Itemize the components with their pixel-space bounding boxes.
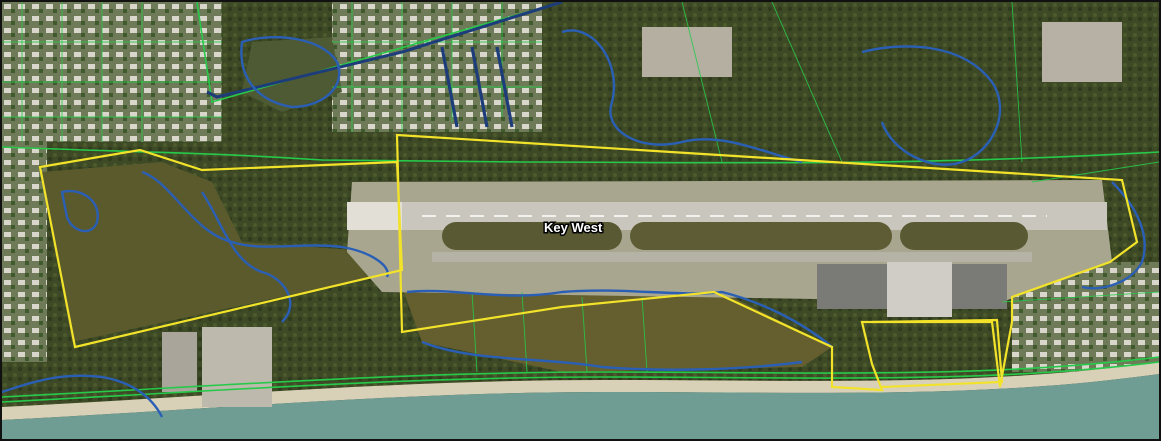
street-centerline [332, 2, 542, 132]
street-centerline [2, 2, 222, 142]
street-centerline [2, 356, 1159, 398]
taxiway [432, 252, 1032, 262]
wetland-boundary [561, 29, 803, 164]
building-northeast [1042, 22, 1122, 82]
terminal-area [887, 262, 952, 317]
wetland-boundary [60, 189, 99, 233]
infield-3 [900, 222, 1028, 250]
neighborhood-northwest [2, 2, 222, 142]
water [2, 374, 1159, 439]
apron-main [817, 264, 887, 309]
building-south-2 [162, 332, 197, 392]
wetland-boundary [421, 340, 803, 371]
beach [2, 362, 1159, 420]
parcel-boundary [871, 318, 1004, 389]
marsh-west [42, 162, 397, 342]
marsh-south [402, 287, 832, 372]
building-campus-north [642, 27, 732, 77]
street-centerline [681, 2, 1159, 303]
building-complex-south [202, 327, 272, 407]
wetland-boundary [141, 170, 389, 278]
wetland-boundary [861, 45, 1002, 166]
neighborhood-west [2, 132, 47, 362]
wetland-boundary [406, 289, 833, 348]
runway-threshold-west [347, 202, 402, 230]
map-label: Key West [544, 220, 603, 235]
parcel-boundary [395, 133, 1139, 392]
apron-east [952, 264, 1007, 309]
wetland-boundary [1081, 181, 1146, 290]
infield-2 [630, 222, 892, 250]
wetland-boundary [2, 374, 164, 418]
neighborhood-north [332, 2, 542, 132]
wetland-boundary [201, 191, 292, 323]
arterial-road [206, 2, 563, 99]
infield-1 [442, 222, 622, 250]
wetland-boundary [240, 36, 341, 109]
pond-north [242, 37, 342, 112]
canal-1 [440, 46, 514, 128]
street-centerline [471, 291, 648, 373]
street-centerline [2, 361, 1159, 403]
